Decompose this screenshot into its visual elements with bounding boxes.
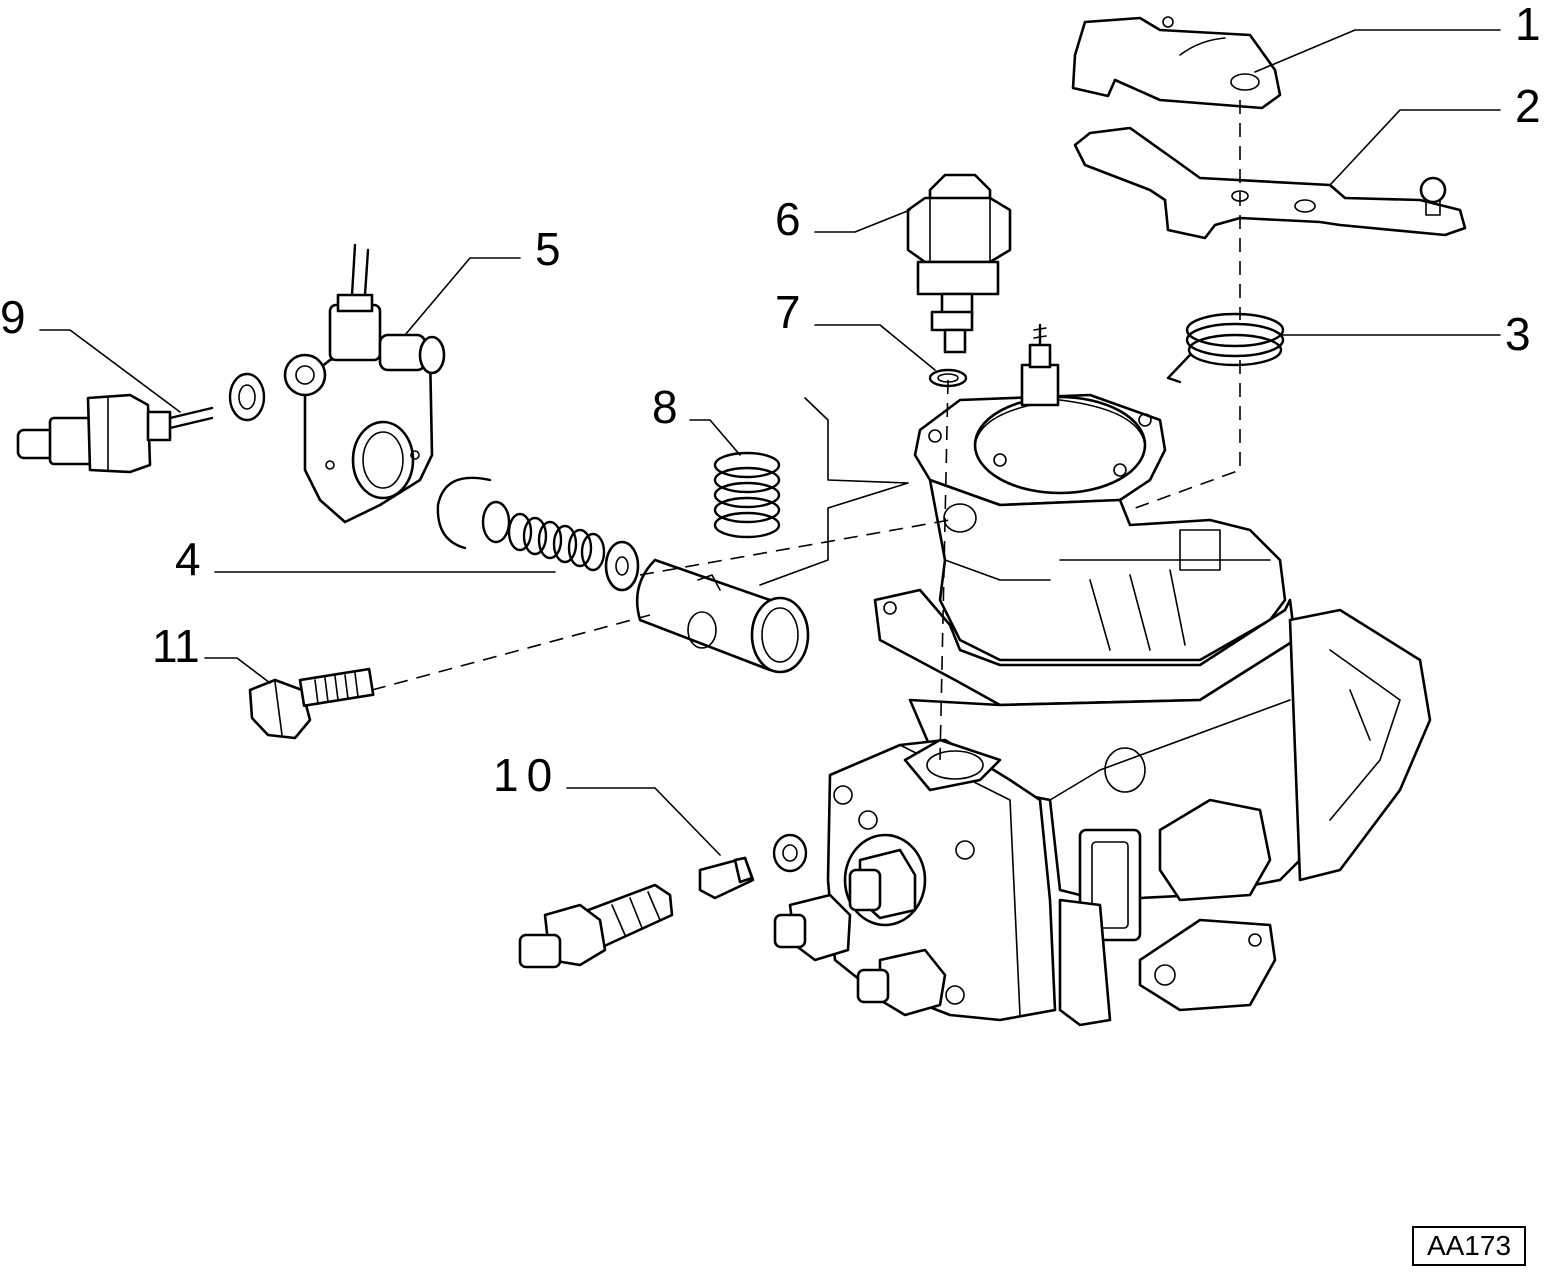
callout-10: 10 [493,749,560,801]
injection-pump-body [773,323,1432,1027]
part-9-sensor [16,393,214,474]
part-9-washer [228,372,266,422]
part-1-lever-plate [1071,16,1282,110]
part-4-assembly [436,476,810,674]
reference-code-label: AA173 [1412,1226,1526,1266]
part-11-bolt [248,667,375,740]
part-10-fitting [518,833,808,969]
part-3-torsion-spring [1166,312,1285,384]
callout-11: 11 [152,620,200,672]
part-5-bracket [283,243,446,524]
group-bracket-line [759,397,909,586]
part-8-coil-spring [713,451,781,539]
callout-8: 8 [652,381,678,433]
callout-9: 9 [0,291,26,343]
callout-5: 5 [535,223,561,275]
callout-6: 6 [775,193,801,245]
callout-4: 4 [175,533,201,585]
leader-lines [39,29,1501,856]
callout-2: 2 [1515,80,1541,132]
part-2-lever-with-ball [1073,126,1467,240]
callout-7: 7 [775,286,801,338]
assembly-dashed-lines [371,100,1241,761]
callout-labels: 1 2 3 4 5 6 7 8 9 10 11 [0,0,1541,801]
part-6-stop-solenoid [906,173,1012,354]
callout-3: 3 [1505,308,1531,360]
callout-1: 1 [1515,0,1541,50]
